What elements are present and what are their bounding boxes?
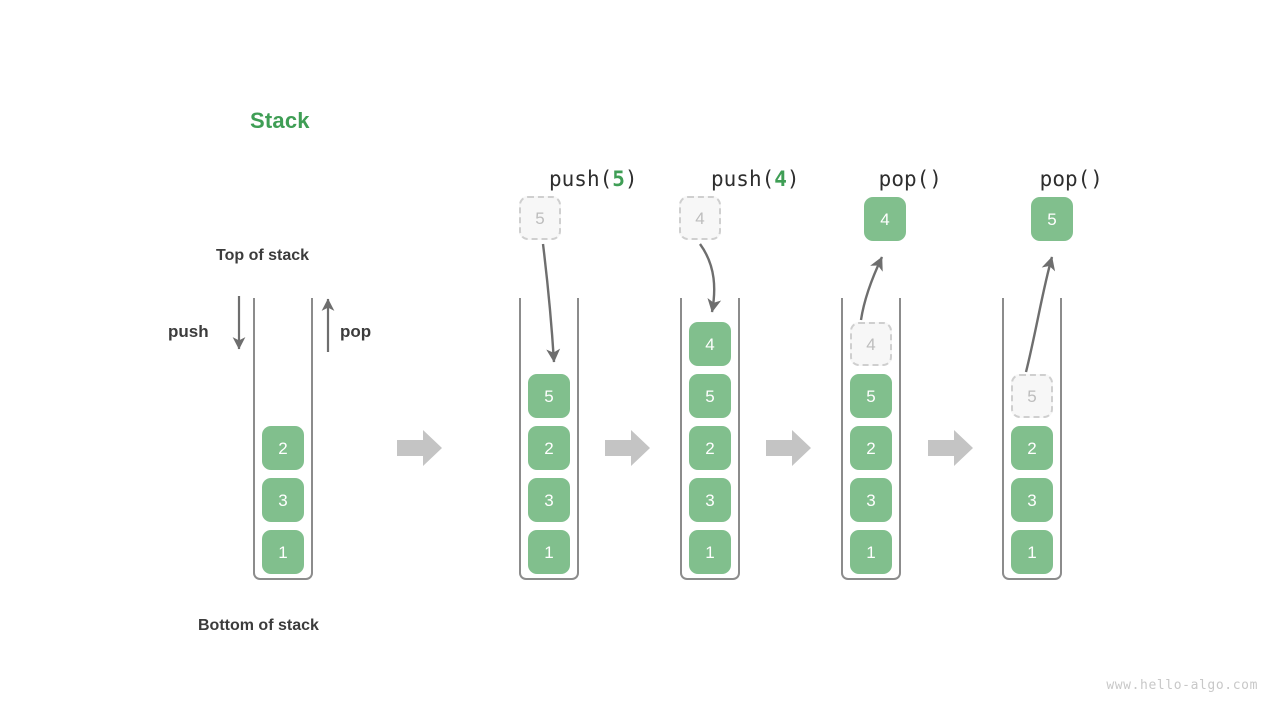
stack-cell: 2 [528,426,570,470]
cell-value: 3 [705,490,715,510]
removed-element-ghost: 4 [850,322,892,366]
cell-value: 5 [535,208,545,228]
stack-cell: 5 [850,374,892,418]
stack-container-step-1 [519,298,579,580]
cell-value: 3 [866,490,876,510]
pop-label: pop [340,322,372,341]
push-label: push [168,322,209,341]
header-arg: 4 [774,167,787,191]
bottom-of-stack-label: Bottom of stack [198,617,319,634]
stack-container-step-2 [680,298,740,580]
header-suffix: ) [624,167,638,191]
stack-cell: 3 [528,478,570,522]
top-of-stack-label: Top of stack [216,247,310,264]
cell-value: 1 [278,542,288,562]
stack-cell: 1 [850,530,892,574]
cell-value: 1 [544,542,554,562]
figure-title: Stack [250,108,310,133]
stack-cell: 2 [1011,426,1053,470]
stack-cell: 1 [689,530,731,574]
incoming-element-ghost: 4 [679,196,721,240]
header-prefix: push( [549,167,613,191]
header-prefix: pop( [878,167,930,191]
flow-arrow-icon [605,428,651,468]
cell-value: 2 [278,438,288,458]
step-header-pop-1: pop() [805,143,965,215]
stack-cell: 5 [689,374,731,418]
cell-value: 1 [866,542,876,562]
cell-value: 2 [866,438,876,458]
cell-value: 4 [880,209,890,229]
stack-cell: 1 [528,530,570,574]
stack-cell: 3 [689,478,731,522]
flow-arrow-icon [928,428,974,468]
cell-value: 5 [866,386,876,406]
stack-cell: 3 [850,478,892,522]
stack-cell: 5 [528,374,570,418]
stack-cell: 1 [262,530,304,574]
cell-value: 3 [278,490,288,510]
watermark: www.hello-algo.com [1106,678,1258,693]
cell-value: 2 [544,438,554,458]
stack-cell: 2 [689,426,731,470]
flow-arrow-icon [766,428,812,468]
step-header-pop-2: pop() [966,143,1126,215]
cell-value: 3 [544,490,554,510]
header-suffix: ) [929,167,942,191]
step-header-push-4: push(4) [650,143,810,215]
cell-value: 5 [1027,386,1037,406]
stack-container-step-4 [1002,298,1062,580]
cell-value: 1 [1027,542,1037,562]
initial-stack-container [253,298,313,580]
stack-cell: 4 [689,322,731,366]
cell-value: 4 [705,334,715,354]
stack-cell: 2 [850,426,892,470]
cell-value: 4 [695,208,705,228]
cell-value: 3 [1027,490,1037,510]
stack-container-step-3 [841,298,901,580]
cell-value: 5 [705,386,715,406]
step-header-push-5: push(5) [488,143,648,215]
cell-value: 2 [705,438,715,458]
incoming-element-ghost: 5 [519,196,561,240]
cell-value: 2 [1027,438,1037,458]
header-prefix: push( [711,167,775,191]
removed-element-ghost: 5 [1011,374,1053,418]
cell-value: 1 [705,542,715,562]
stack-cell: 1 [1011,530,1053,574]
flow-arrow-icon [397,428,443,468]
header-suffix: ) [1090,167,1103,191]
cell-value: 5 [544,386,554,406]
stack-cell: 3 [1011,478,1053,522]
popped-element: 5 [1031,197,1073,241]
stack-cell: 2 [262,426,304,470]
header-prefix: pop( [1039,167,1091,191]
stack-cell: 3 [262,478,304,522]
cell-value: 5 [1047,209,1057,229]
popped-element: 4 [864,197,906,241]
header-arg: 5 [612,167,625,191]
cell-value: 4 [866,334,876,354]
header-suffix: ) [786,167,800,191]
